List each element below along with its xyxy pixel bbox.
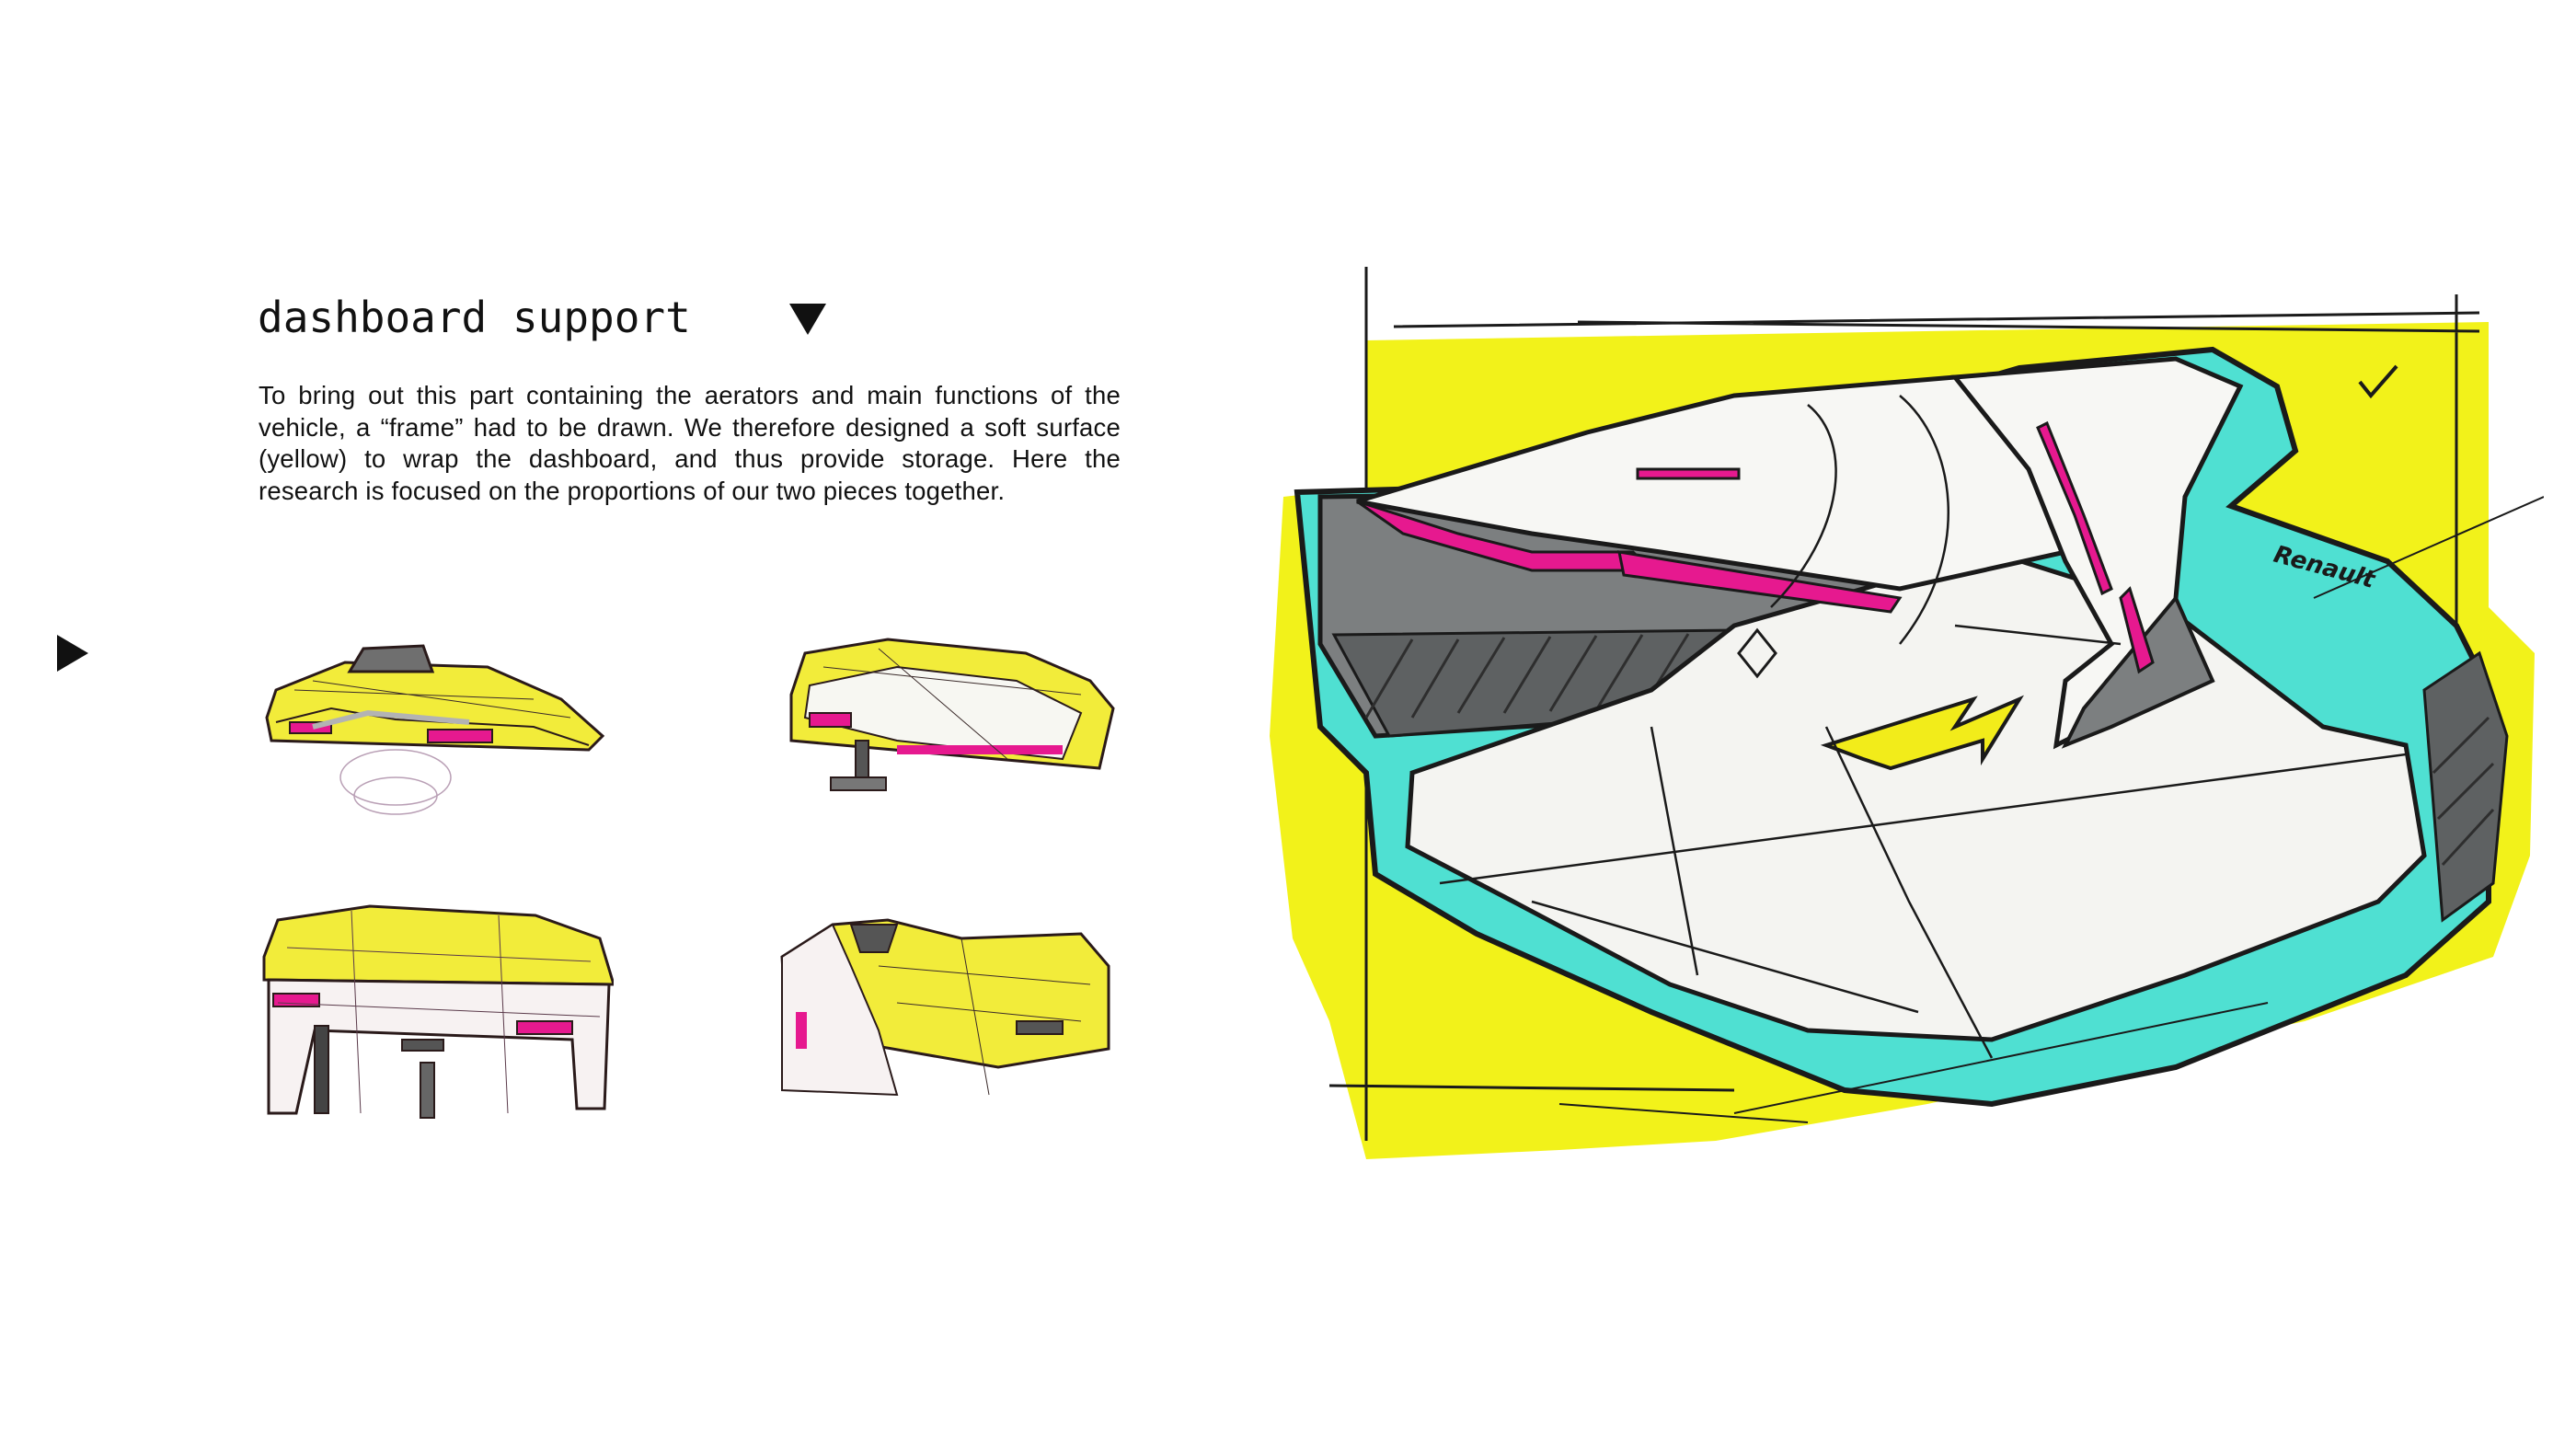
dashboard-main-sketch: Renault [1270, 267, 2544, 1159]
dashboard-sketch-perspective [780, 918, 1110, 1097]
triangle-right-icon [57, 635, 88, 672]
dashboard-sketch-front [265, 644, 605, 815]
dashboard-sketch-rear-frame [262, 904, 614, 1119]
description-paragraph: To bring out this part containing the ae… [259, 381, 1121, 505]
triangle-down-icon [789, 304, 826, 335]
dashboard-sketch-three-quarter [789, 638, 1115, 791]
page-title: dashboard support [258, 293, 691, 342]
